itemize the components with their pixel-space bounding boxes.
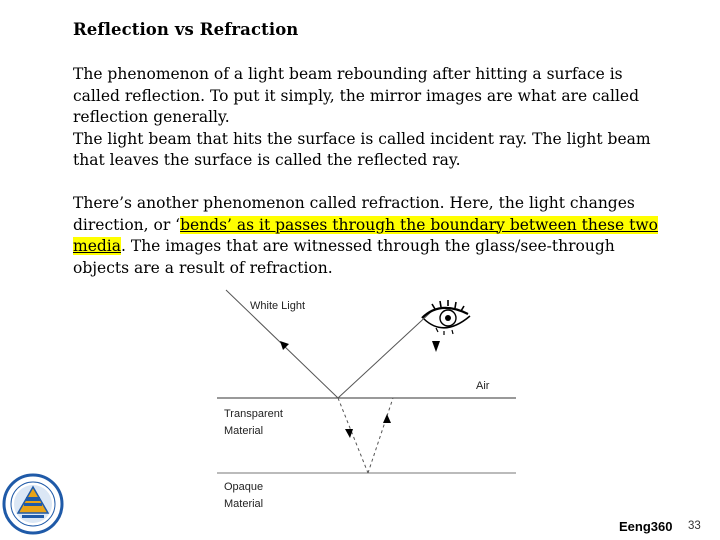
- refracted-arrow-icon: [345, 429, 353, 438]
- return-arrow-icon: [383, 414, 391, 423]
- incident-reflected-text: The light beam that hits the surface is …: [73, 129, 651, 170]
- refracted-ray-return: [367, 397, 394, 474]
- white-light-label: White Light: [250, 300, 305, 312]
- air-label: Air: [476, 380, 490, 392]
- refracted-ray: [337, 397, 369, 474]
- refraction-paragraph: There’s another phenomenon called refrac…: [73, 193, 673, 279]
- university-logo: [2, 473, 64, 535]
- incident-arrow-icon: [280, 341, 289, 350]
- eye-icon: [421, 300, 471, 335]
- transparent-material-label: Material: [224, 425, 263, 437]
- transparent-label: Transparent: [224, 408, 283, 420]
- opaque-label: Opaque: [224, 481, 263, 493]
- refraction-text-before: There’s another phenomenon called refrac…: [73, 194, 635, 234]
- reflected-arrow-icon: [432, 341, 440, 352]
- course-code: Eeng360: [619, 519, 673, 534]
- reflection-refraction-diagram: White Light Air Transparent Material Opa…: [217, 289, 516, 510]
- opaque-material-label: Material: [224, 498, 263, 510]
- slide-title: Reflection vs Refraction: [73, 20, 299, 39]
- refraction-text-after: . The images that are witnessed through …: [73, 237, 615, 277]
- reflection-definition-text: The phenomenon of a light beam reboundin…: [73, 65, 639, 126]
- reflection-paragraph: The phenomenon of a light beam reboundin…: [73, 64, 673, 172]
- page-number: 33: [688, 520, 701, 532]
- reflected-ray: [337, 310, 433, 399]
